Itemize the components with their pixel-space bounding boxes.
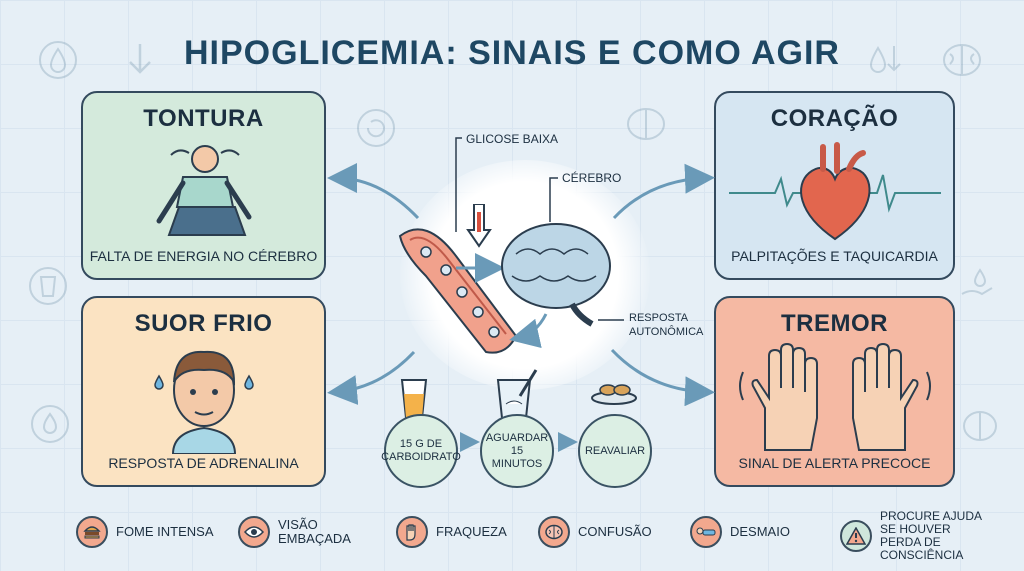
sugar-water-icon	[496, 369, 538, 419]
card-subtitle: FALTA DE ENERGIA NO CÉREBRO	[89, 248, 318, 264]
symptom-label: FOME INTENSA	[116, 524, 214, 539]
juice-glass-icon	[400, 379, 428, 419]
glass-icon	[29, 267, 67, 305]
symptom-label: VISÃO EMBAÇADA	[278, 517, 351, 546]
hand-icon	[396, 516, 428, 548]
symptom-confusao: CONFUSÃO	[538, 516, 652, 548]
down-arrow-icon	[129, 44, 151, 74]
symptom-label: FRAQUEZA	[436, 524, 507, 539]
brain-icon	[963, 411, 997, 441]
step-wait: AGUARDAR 15 MINUTOS	[480, 414, 554, 488]
symptom-fome: FOME INTENSA	[76, 516, 214, 548]
dizzy-person-icon	[156, 145, 251, 236]
refresh-icon	[357, 109, 395, 147]
symptom-desmaio: DESMAIO	[690, 516, 790, 548]
page-title: HIPOGLICEMIA: SINAIS E COMO AGIR	[184, 34, 840, 72]
help-warning: PROCURE AJUDA SE HOUVER PERDA DE CONSCIÊ…	[840, 510, 990, 562]
card-coracao: CORAÇÃO PALPITAÇÕES E TAQUICARDIA	[714, 91, 955, 280]
symptom-fraqueza: FRAQUEZA	[396, 516, 507, 548]
response-label-line1: RESPOSTA	[629, 312, 689, 324]
card-title: SUOR FRIO	[134, 310, 273, 337]
symptom-label: CONFUSÃO	[578, 524, 652, 539]
food-plate-icon	[591, 384, 637, 405]
step-carbohydrate: 15 G DE CARBOIDRATO	[381, 414, 461, 488]
warning-icon	[840, 520, 872, 552]
card-subtitle: RESPOSTA DE ADRENALINA	[108, 455, 299, 471]
card-suor-frio: SUOR FRIO RESPOSTA DE ADRENALINA	[81, 296, 326, 487]
burger-icon	[76, 516, 108, 548]
water-drop-icon	[39, 41, 77, 79]
card-subtitle: PALPITAÇÕES E TAQUICARDIA	[731, 248, 938, 264]
symptom-label: DESMAIO	[730, 524, 790, 539]
eye-icon	[238, 516, 270, 548]
response-label-line2: AUTONÔMICA	[629, 326, 704, 338]
card-tontura: TONTURA FALTA DE ENERGIA NO CÉREBRO	[81, 91, 326, 280]
card-title: CORAÇÃO	[770, 105, 899, 132]
thermometer-down-icon	[466, 204, 492, 248]
glucose-label: GLICOSE BAIXA	[466, 132, 559, 146]
help-label: PROCURE AJUDA SE HOUVER PERDA DE CONSCIÊ…	[880, 509, 982, 562]
brain-icon	[943, 44, 981, 76]
fainting-icon	[690, 516, 722, 548]
brain-icon	[538, 516, 570, 548]
down-drop-icon	[869, 46, 901, 73]
hand-drop-icon	[961, 268, 993, 296]
sweating-face-icon	[153, 350, 254, 454]
drop-icon	[31, 405, 69, 443]
card-subtitle: SINAL DE ALERTA PRECOCE	[738, 455, 931, 471]
card-title: TREMOR	[781, 310, 888, 337]
blood-vessel-brain-illustration	[398, 223, 611, 354]
card-tremor: TREMOR SINAL DE ALERTA PRECOCE	[714, 296, 955, 487]
heart-icon	[728, 142, 941, 241]
step-reassess: REAVALIAR	[578, 414, 652, 488]
brain-icon	[627, 108, 665, 140]
symptom-visao: VISÃO EMBAÇADA	[238, 516, 354, 548]
card-title: TONTURA	[143, 105, 264, 132]
brain-label: CÉREBRO	[562, 171, 622, 185]
shaking-hands-icon	[738, 342, 931, 451]
